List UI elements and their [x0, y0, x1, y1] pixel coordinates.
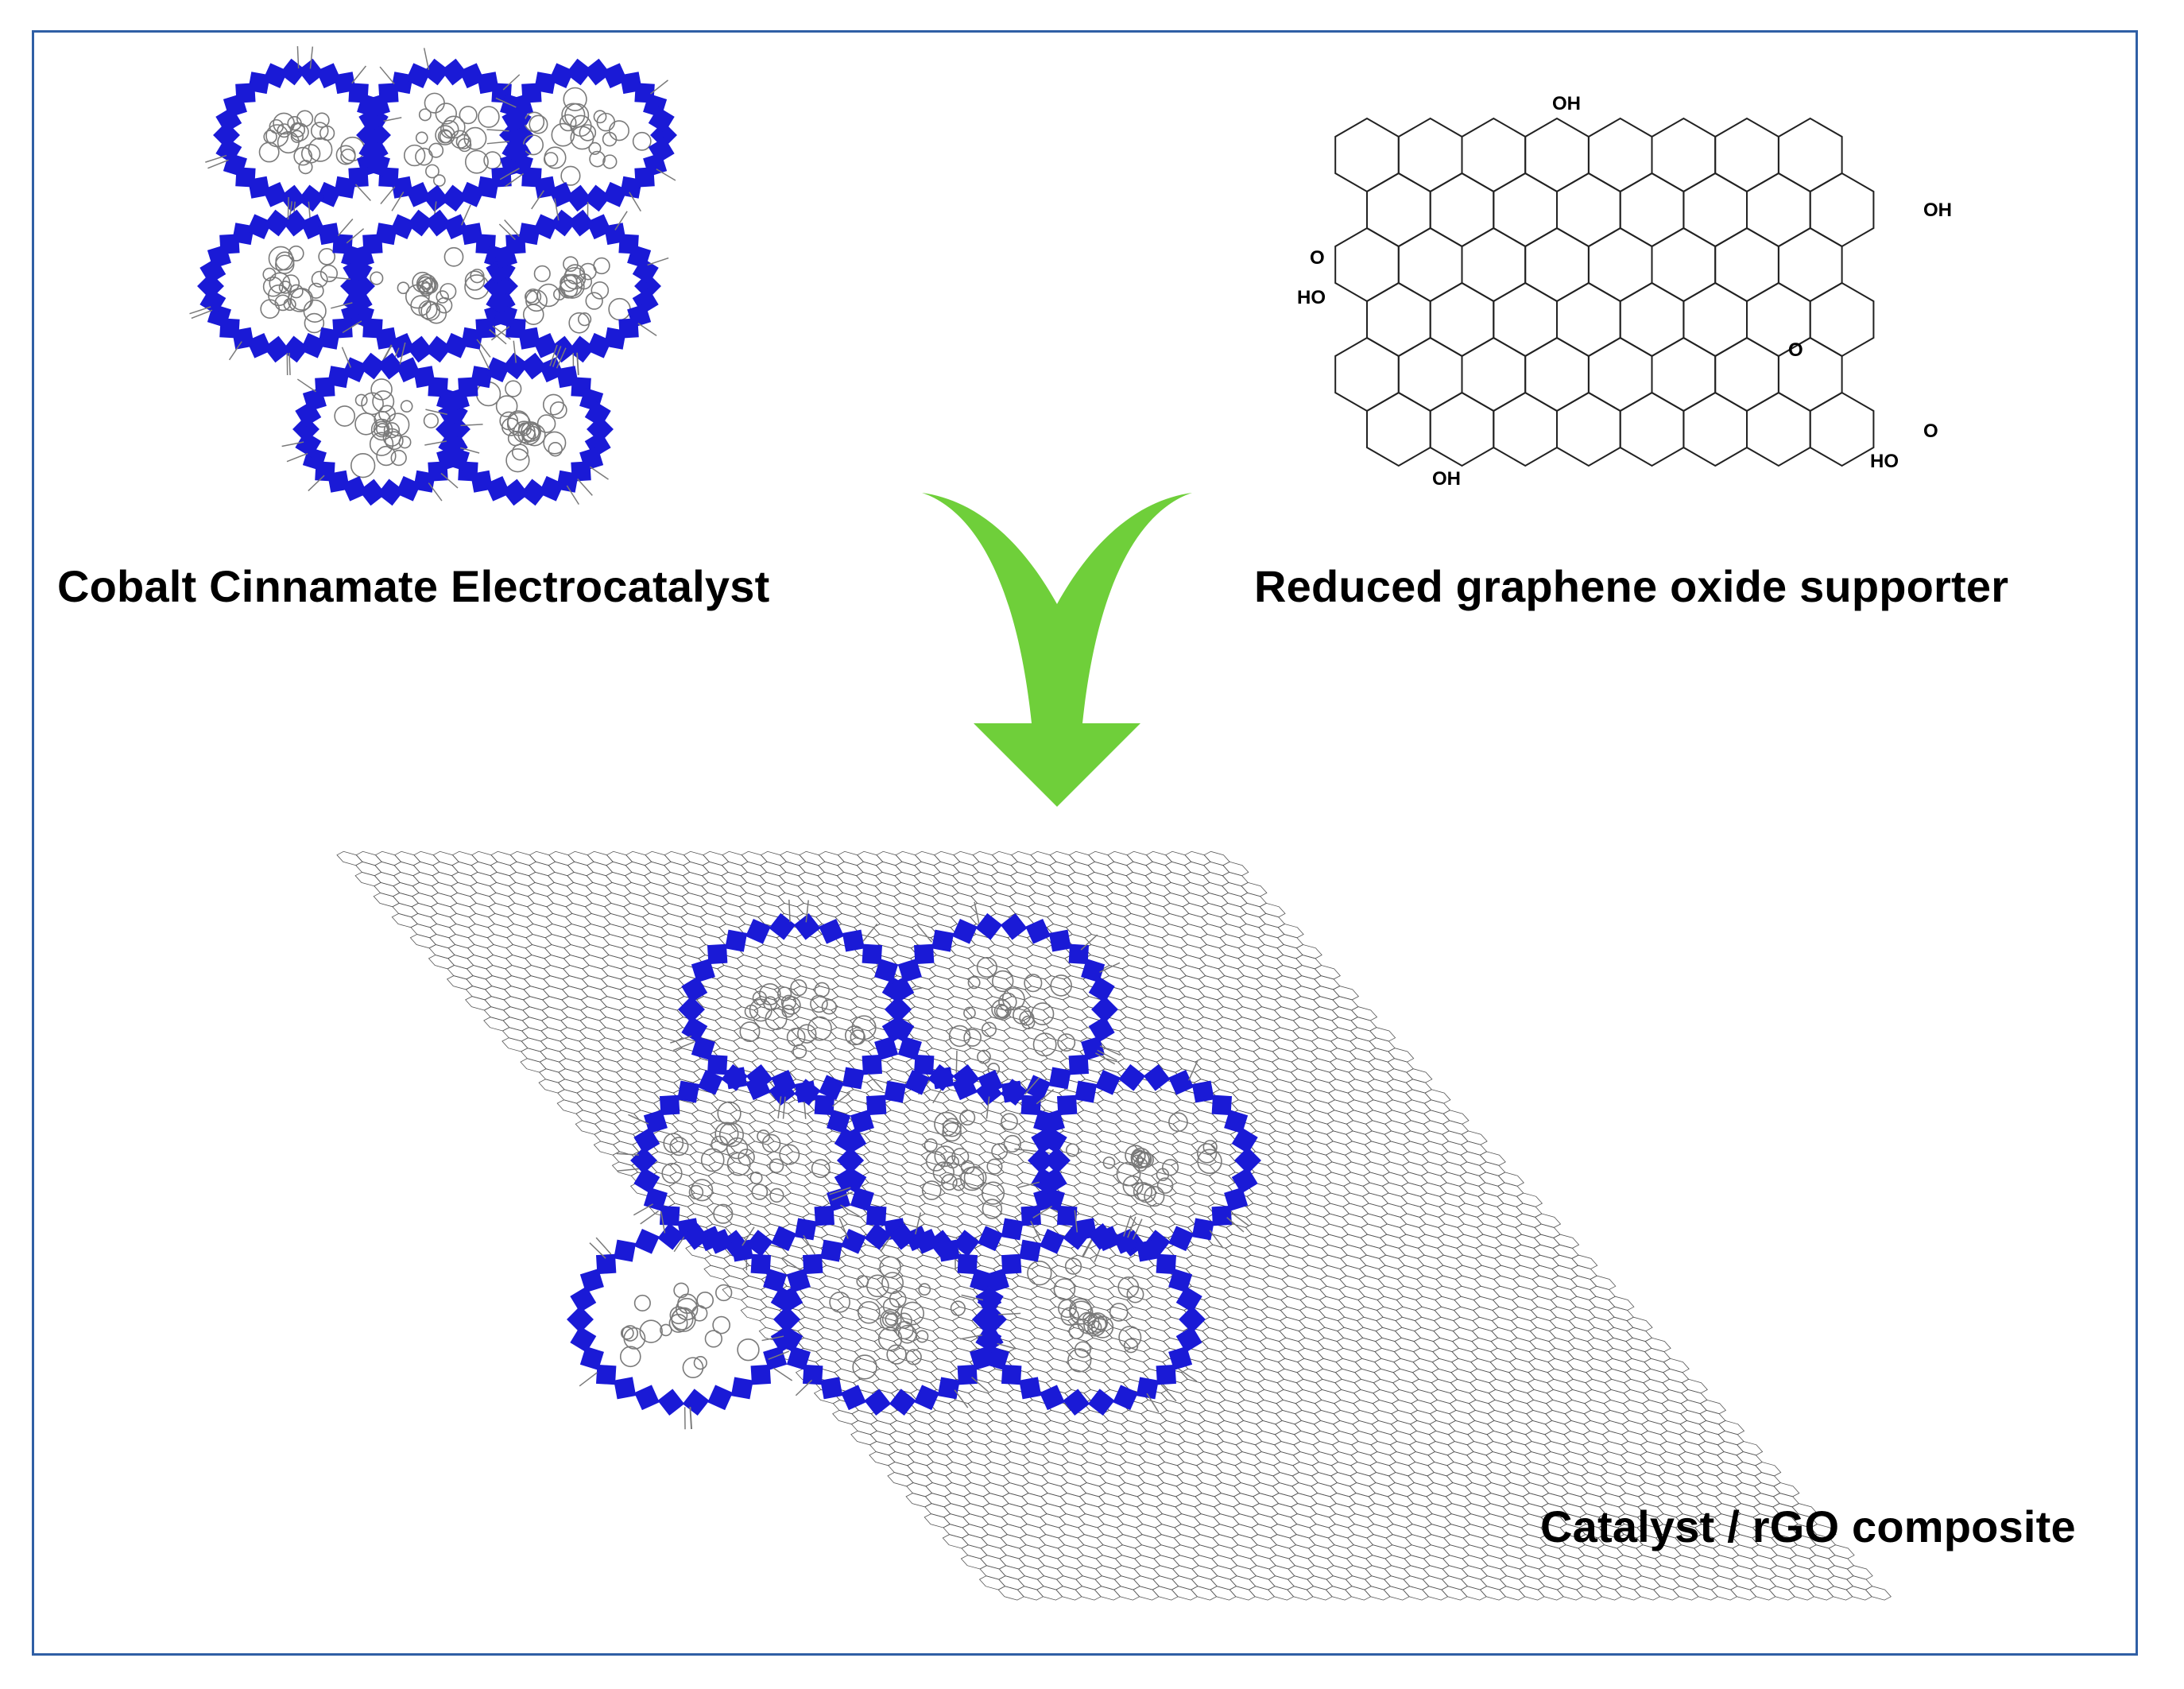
label-oh-bottom: OH: [1432, 468, 1461, 490]
catalyst-rgo-composite: [336, 850, 1892, 1601]
caption-cobalt-cinnamate: Cobalt Cinnamate Electrocatalyst: [57, 561, 770, 611]
combine-arrow-icon: [922, 493, 1192, 807]
figure-frame: [32, 30, 2138, 1656]
reduced-graphene-oxide-structure: OH OH OH HO O O HO O: [1297, 93, 1952, 490]
label-ho-left: HO: [1297, 287, 1326, 308]
label-oh-top: OH: [1552, 93, 1581, 114]
label-o-left: O: [1310, 247, 1325, 269]
cobalt-cinnamate-framework: [189, 46, 677, 506]
label-oh-right: OH: [1923, 200, 1952, 221]
label-o-mid: O: [1788, 339, 1803, 361]
caption-composite: Catalyst / rGO composite: [1540, 1501, 2076, 1551]
label-ho-right: HO: [1870, 451, 1899, 472]
caption-reduced-graphene-oxide: Reduced graphene oxide supporter: [1254, 561, 2009, 611]
label-o-right: O: [1923, 420, 1938, 442]
